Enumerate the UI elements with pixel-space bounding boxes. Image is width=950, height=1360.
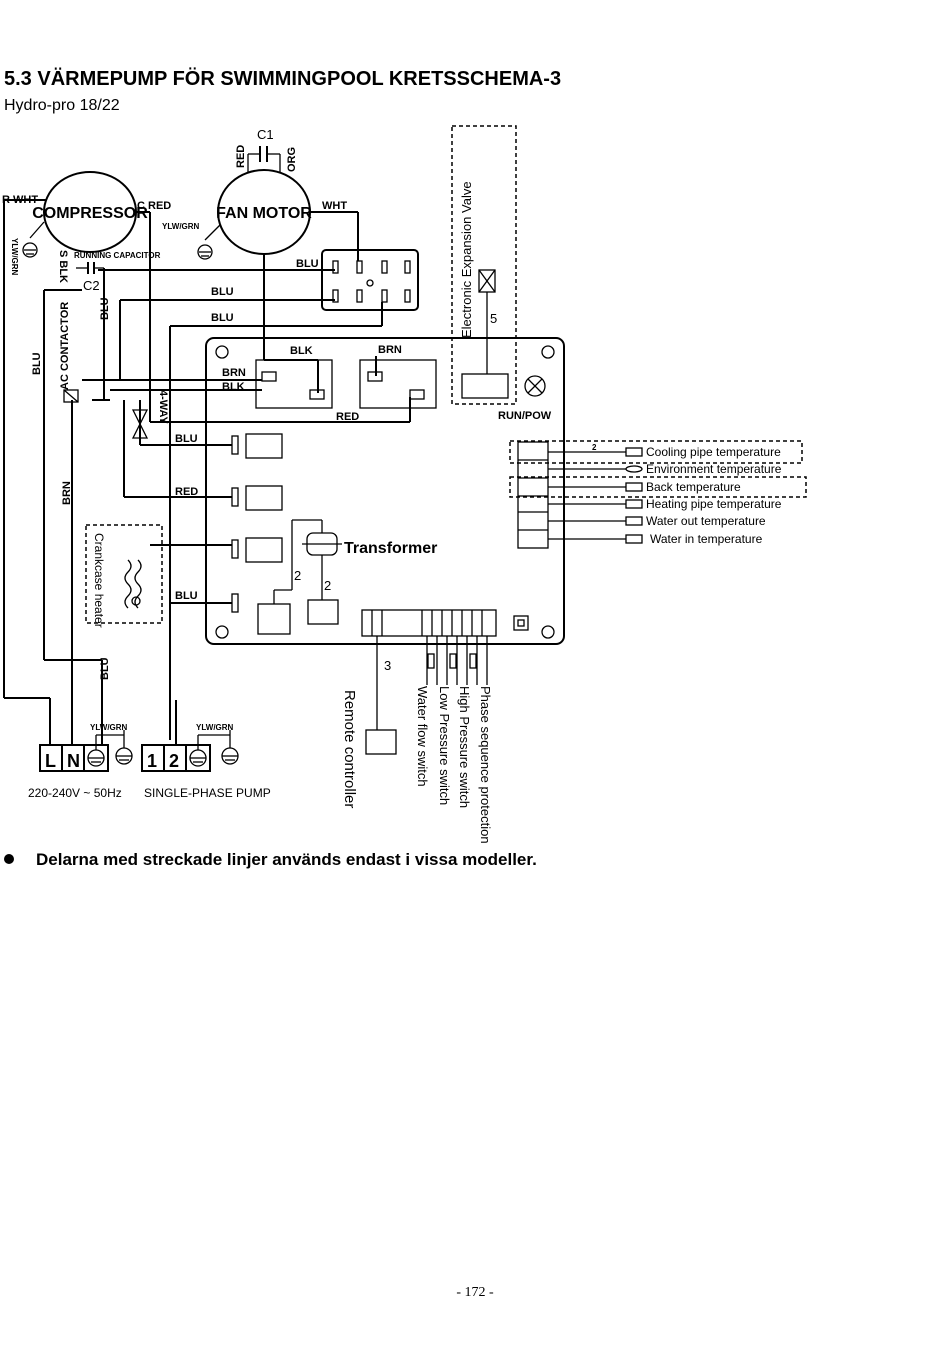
- four-way-label: 4-WAY: [157, 390, 169, 424]
- wire-red-label-1: RED: [336, 411, 359, 423]
- electronic-expansion-valve: [451, 125, 517, 405]
- terminal-blu-label: BLU: [296, 258, 319, 270]
- terminal-n-label: N: [67, 751, 80, 771]
- wire-blu-label-4: BLU: [175, 590, 198, 602]
- terminal-2-label: 2: [169, 751, 179, 771]
- wire-blu-label-3: BLU: [175, 433, 198, 445]
- pump-ground-label: YLW/GRN: [196, 723, 234, 732]
- page-title: 5.3 VÄRMEPUMP FÖR SWIMMINGPOOL KRETSSCHE…: [4, 68, 562, 90]
- ground-icon: [197, 224, 221, 260]
- sensor-dashed-groups: [509, 440, 807, 498]
- fan-motor-ground-label: YLW/GRN: [162, 222, 200, 231]
- terminal-1-label: 1: [147, 751, 157, 771]
- transformer-secondary-count: 2: [324, 578, 331, 593]
- ground-icon: [22, 221, 45, 258]
- ac-contactor-label: AC CONTACTOR: [59, 302, 71, 390]
- wire-red-label-2: RED: [175, 486, 198, 498]
- supply-voltage-label: 220-240V ~ 50Hz: [28, 786, 122, 800]
- wiring: [3, 199, 411, 745]
- remote-controller-label: Remote controller: [341, 690, 358, 808]
- sensor-label-5: Water in temperature: [650, 532, 763, 546]
- switch-wires: [365, 636, 488, 755]
- switch-label-3: Phase sequence protection: [478, 686, 493, 844]
- single-phase-pump-label: SINGLE-PHASE PUMP: [144, 786, 271, 800]
- fan-motor-label: FAN MOTOR: [216, 205, 312, 222]
- sensor-label-2: Back temperature: [646, 480, 741, 494]
- c1-red-label: RED: [235, 145, 247, 168]
- eev-connector-count: 5: [490, 311, 497, 326]
- wire-blu-label-7: BLU: [99, 657, 111, 680]
- remote-connector-count: 3: [384, 658, 391, 673]
- main-control-board: [205, 337, 565, 645]
- wire-brn-label-3: BRN: [61, 481, 73, 505]
- compressor-c-red-label: C RED: [137, 200, 171, 212]
- run-pow-label: RUN/POW: [498, 410, 552, 422]
- page-subtitle: Hydro-pro 18/22: [4, 97, 120, 114]
- capacitor-c2-icon: [76, 262, 104, 274]
- compressor: COMPRESSOR: [32, 171, 148, 253]
- switch-label-1: Low Pressure switch: [437, 686, 452, 805]
- bullet-icon: [4, 853, 14, 864]
- sensor-label-4: Water out temperature: [646, 514, 766, 528]
- sensor-label-1: Environment temperature: [646, 462, 782, 476]
- footnote-text: Delarna med streckade linjer används end…: [36, 850, 537, 869]
- wire-blu-label-2: BLU: [211, 312, 234, 324]
- transformer-label: Transformer: [344, 540, 437, 557]
- wire-blk-label-2: BLK: [222, 381, 245, 393]
- power-terminal-block: [39, 730, 133, 772]
- sensor-label-0: Cooling pipe temperature: [646, 445, 781, 459]
- sensor-connector-count: 2: [592, 443, 597, 452]
- fan-motor: FAN MOTOR: [216, 169, 312, 255]
- wire-blk-label-1: BLK: [290, 345, 313, 357]
- ac-contactor-icon: [63, 389, 79, 403]
- terminal-l-label: L: [45, 751, 56, 771]
- terminal-block: [321, 249, 419, 311]
- switch-label-2: High Pressure switch: [457, 686, 472, 808]
- pump-terminal-block: [141, 700, 239, 772]
- capacitor-c1-label: C1: [257, 127, 274, 142]
- page-number: - 172 -: [456, 1285, 494, 1300]
- fan-motor-wht-label: WHT: [322, 200, 347, 212]
- wire-brn-label-2: BRN: [222, 367, 246, 379]
- eev-label: Electronic Expansion Valve: [459, 181, 474, 338]
- running-capacitor-label: RUNNING CAPACITOR: [74, 251, 161, 260]
- four-way-valve-icon: [131, 409, 149, 439]
- compressor-label: COMPRESSOR: [32, 205, 148, 222]
- sensor-label-3: Heating pipe temperature: [646, 497, 782, 511]
- footnote: Delarna med streckade linjer används end…: [4, 850, 537, 870]
- transformer-primary-count: 2: [294, 568, 301, 583]
- wire-blu-label-1: BLU: [211, 286, 234, 298]
- wire-blu-label-5: BLU: [99, 297, 111, 320]
- switch-label-0: Water flow switch: [415, 686, 430, 787]
- compressor-s-blk-label: S BLK: [57, 250, 69, 283]
- capacitor-c2-label: C2: [83, 278, 100, 293]
- compressor-ground-label: YLW/GRN: [10, 238, 19, 276]
- crankcase-heater: [85, 524, 163, 624]
- sensor-wires: [548, 447, 643, 544]
- wire-blu-label-6: BLU: [31, 352, 43, 375]
- wire-brn-label-1: BRN: [378, 344, 402, 356]
- capacitor-c1-icon: [247, 146, 281, 172]
- crankcase-heater-label: Crankcase heater: [92, 533, 106, 628]
- power-ground-label: YLW/GRN: [90, 723, 128, 732]
- c1-org-label: ORG: [286, 147, 298, 172]
